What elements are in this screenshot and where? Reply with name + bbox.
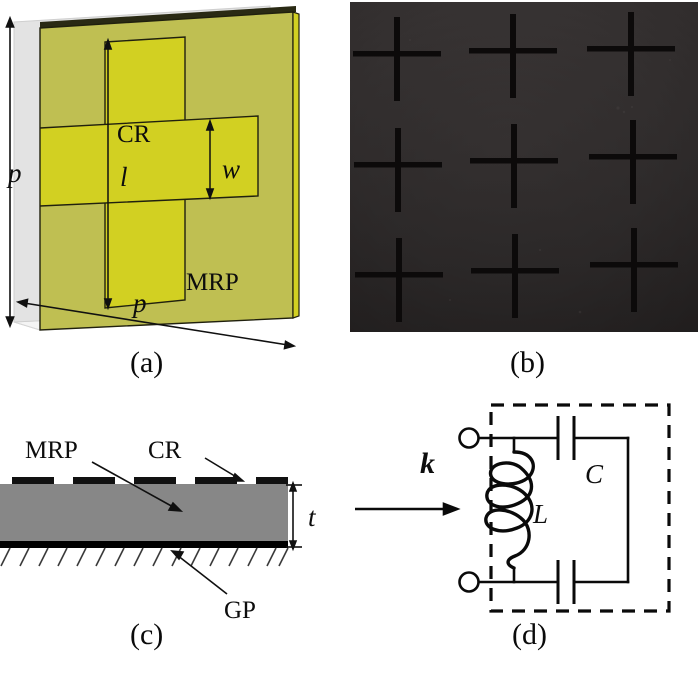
label-p-vertical: p	[6, 158, 22, 188]
leader-gp	[170, 550, 228, 595]
dimension-w	[205, 118, 215, 201]
capacitor-bottom	[556, 560, 576, 604]
cross-item	[354, 128, 442, 212]
cross-resonator-group	[40, 36, 259, 309]
label-cr: CR	[117, 121, 151, 148]
panel-a-unit-cell-3d: p p CR l w MRP	[0, 0, 345, 390]
cross-item	[590, 228, 678, 312]
circuit-wires	[477, 436, 630, 584]
leader-cr	[204, 457, 246, 482]
label-cr-side: CR	[148, 437, 182, 464]
cross-item	[355, 238, 443, 322]
circuit-dashed-boundary	[489, 403, 671, 613]
leader-mrp	[91, 461, 184, 512]
dimension-p-horizontal	[15, 298, 297, 350]
cross-item	[471, 234, 559, 318]
label-gp: GP	[224, 597, 256, 624]
caption-d: (d)	[512, 618, 547, 651]
caption-c: (c)	[130, 618, 164, 651]
cross-item	[469, 14, 557, 98]
dimension-t	[286, 480, 302, 552]
photograph-noise	[409, 39, 671, 314]
dimension-l	[103, 37, 113, 311]
dimension-p-vertical	[5, 15, 15, 329]
panel-c-side-view: t MRP CR GP	[0, 390, 345, 675]
label-mrp-side: MRP	[25, 437, 78, 464]
panel-d-equivalent-circuit: k	[345, 390, 700, 675]
wave-vector-arrow	[355, 502, 461, 516]
cross-resonator-patches	[12, 477, 288, 484]
cross-item	[353, 17, 441, 101]
cross-item	[589, 120, 677, 204]
plate-right-edge	[292, 11, 300, 319]
panel-b-photograph	[350, 0, 700, 390]
label-w: w	[222, 154, 240, 184]
terminal-top	[458, 427, 480, 449]
label-mrp: MRP	[186, 269, 239, 296]
label-l: l	[120, 162, 128, 192]
caption-b: (b)	[510, 346, 545, 379]
label-L: L	[532, 499, 548, 529]
caption-a: (a)	[130, 346, 164, 379]
inductor-coil	[484, 450, 535, 570]
label-t: t	[308, 502, 317, 532]
capacitor-top	[556, 416, 576, 460]
label-k: k	[420, 447, 435, 480]
cross-item	[470, 124, 558, 208]
cross-resonator-vertical-bar-fill	[106, 124, 184, 201]
mrp-substrate-slab	[0, 484, 288, 544]
plate-top-rim	[40, 6, 296, 28]
label-p-horizontal: p	[131, 288, 147, 318]
ground-hatching	[0, 547, 289, 567]
cross-item	[587, 12, 675, 96]
label-C: C	[585, 459, 604, 489]
ground-plane-bar	[0, 541, 288, 548]
terminal-bottom	[458, 571, 480, 593]
cross-array	[353, 12, 678, 322]
